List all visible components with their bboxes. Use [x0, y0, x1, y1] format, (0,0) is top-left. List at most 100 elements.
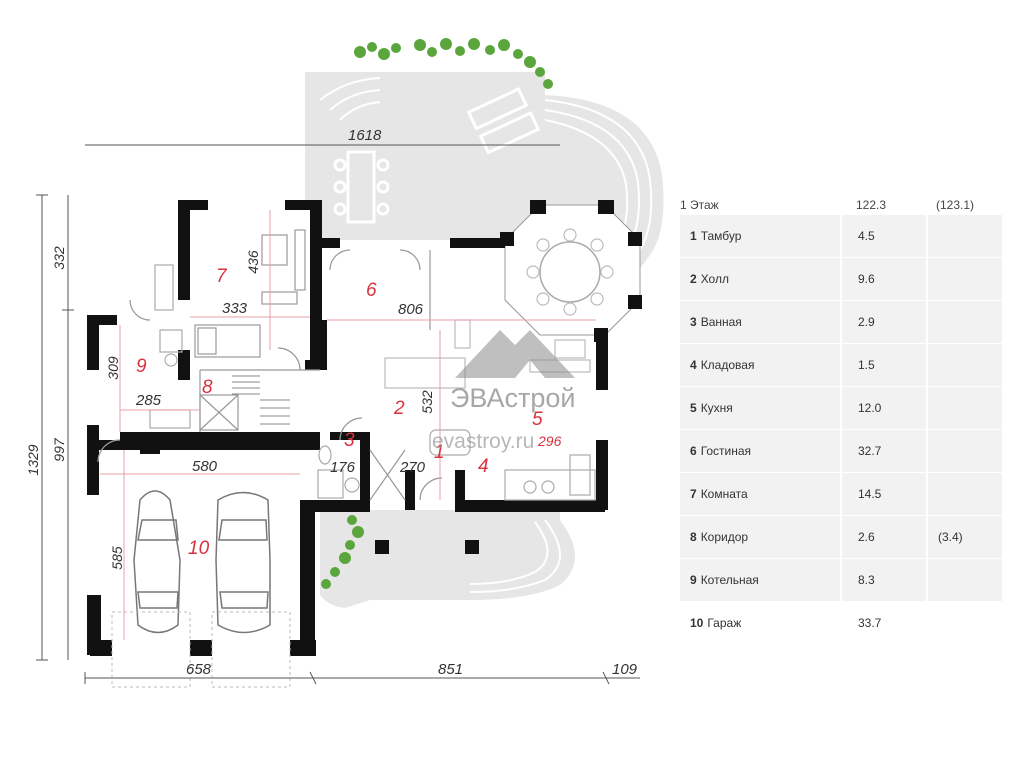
room-name: Тамбур [700, 229, 742, 243]
dining-bay [504, 204, 641, 336]
dim-room2-height: 532 [419, 390, 435, 414]
dim-overall-width: 1618 [348, 127, 382, 144]
dim-room3-width: 176 [330, 459, 356, 476]
dim-room9-width: 285 [135, 392, 162, 409]
dim-overall-height: 1329 [25, 444, 41, 475]
room-area: 1.5 [840, 344, 926, 386]
room-area: 4.5 [840, 215, 926, 257]
room-area: 14.5 [840, 473, 926, 515]
room-area: 9.6 [840, 258, 926, 300]
room7-furniture [194, 229, 306, 358]
room-area-alt [926, 473, 1002, 515]
room-name: Гостиная [700, 444, 752, 458]
room-num: 1 [690, 229, 697, 243]
room-num: 10 [690, 616, 704, 630]
dim-height-lower: 997 [51, 437, 67, 462]
room-name: Кладовая [700, 358, 755, 372]
bathroom-fixtures [317, 445, 360, 499]
watermark-site: evastroy.ru [432, 430, 534, 453]
kitchen-fixtures [429, 429, 596, 501]
floor-label: 1 Этаж [680, 198, 719, 212]
dim-room7-width: 333 [222, 300, 248, 317]
room-number-2: 2 [393, 398, 405, 419]
outdoor-table [333, 150, 390, 224]
room-number-1: 1 [434, 442, 445, 463]
room-number-10: 10 [188, 538, 210, 559]
total-area-alt: (123.1) [936, 198, 975, 212]
room-area: 12.0 [840, 387, 926, 429]
watermark: ЭВАстрой evastroy.ru [432, 330, 576, 453]
terrace-bottom [315, 510, 575, 608]
dim-room6-width: 806 [398, 301, 424, 318]
dim-height-upper: 332 [51, 246, 67, 270]
dim-bottom-right: 109 [612, 661, 638, 678]
boiler-fixtures [149, 264, 191, 429]
room-area: 2.6 [840, 516, 926, 558]
dim-room4-width: 270 [399, 459, 426, 476]
room-num: 2 [690, 272, 697, 286]
room-num: 3 [690, 315, 697, 329]
room-area-alt [926, 344, 1002, 386]
greenery [321, 38, 553, 589]
floor-plan: 1618 1329 332 997 658 851 109 333 436 80… [25, 38, 664, 688]
room-name: Коридор [700, 530, 749, 544]
room-num: 9 [690, 573, 697, 587]
room-num: 8 [690, 530, 697, 544]
room-name: Кухня [700, 401, 733, 415]
room-number-6: 6 [366, 280, 377, 301]
room-number-8: 8 [202, 377, 213, 398]
room-dimension-lines [100, 210, 596, 640]
room-area: 8.3 [840, 559, 926, 601]
room-name: Холл [700, 272, 729, 286]
legend-header: 1 Этаж 122.3 (123.1) [680, 195, 1002, 215]
room-area-alt: (3.4) [926, 516, 1002, 558]
dim-bottom-middle: 851 [438, 661, 463, 678]
room-area-alt [926, 602, 1002, 644]
room-area-alt [926, 430, 1002, 472]
room-area-alt [926, 215, 1002, 257]
dim-garage-height: 585 [109, 546, 125, 570]
walls [87, 200, 642, 656]
total-area: 122.3 [856, 198, 887, 212]
room-area-alt [926, 258, 1002, 300]
dim-room9-height: 309 [105, 356, 121, 380]
watermark-brand: ЭВАстрой [450, 383, 576, 413]
dim-kitchen: 296 [537, 433, 562, 449]
outer-dimension-lines [36, 144, 640, 685]
dim-bottom-left: 658 [186, 661, 212, 678]
room-area-alt [926, 387, 1002, 429]
dim-garage-width: 580 [192, 458, 218, 475]
room-number-5: 5 [532, 409, 543, 430]
room-num: 6 [690, 444, 697, 458]
room-num: 5 [690, 401, 697, 415]
car-right [215, 491, 271, 634]
room-number-7: 7 [216, 266, 228, 287]
inner-lines [97, 249, 443, 501]
room-num: 4 [690, 358, 697, 372]
room-area: 2.9 [840, 301, 926, 343]
garage-doors [111, 611, 291, 688]
room-area-alt [926, 301, 1002, 343]
room-name: Котельная [700, 573, 759, 587]
room-num: 7 [690, 487, 697, 501]
room-area: 33.7 [840, 602, 926, 644]
room-area: 32.7 [840, 430, 926, 472]
